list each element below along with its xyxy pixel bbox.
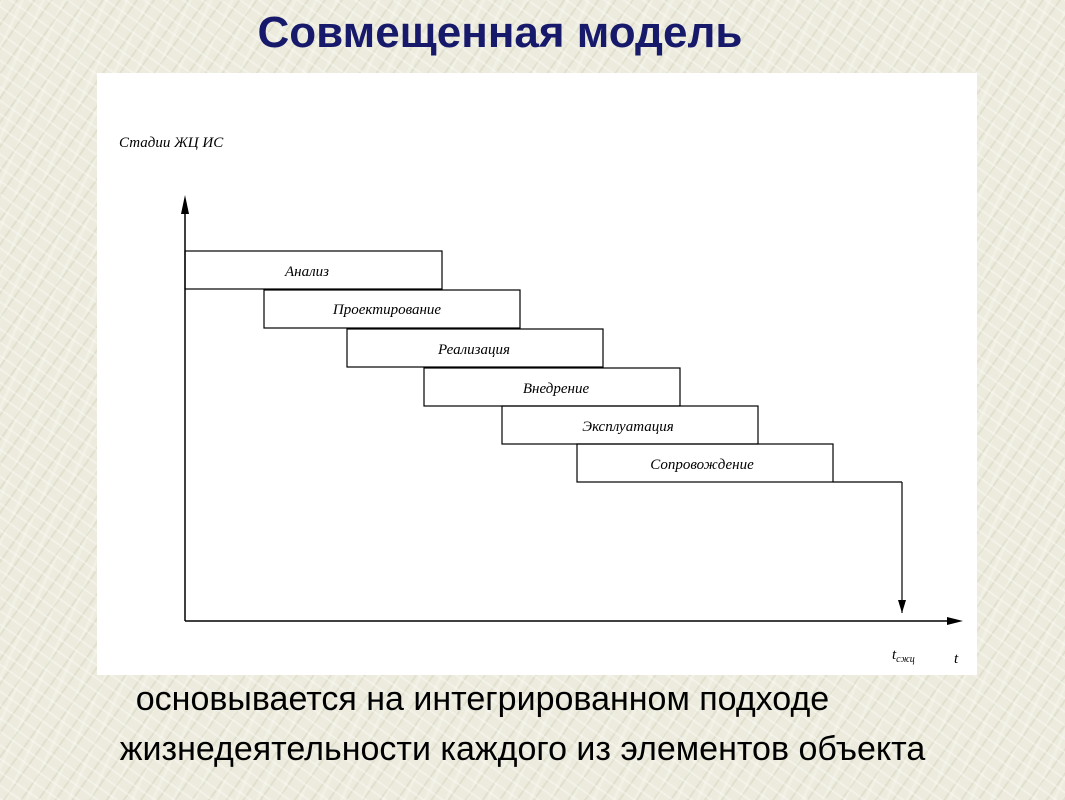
y-axis-label: Стадии ЖЦ ИС — [119, 135, 224, 151]
stage-box-analysis — [184, 250, 443, 290]
stage-label-implementation: Реализация — [437, 342, 510, 358]
end-time-t: t — [892, 647, 897, 663]
end-time-arrow — [898, 600, 906, 613]
stage-label-maintenance: Сопровождение — [650, 457, 754, 473]
x-axis-label: t — [954, 651, 959, 667]
slide-title: Совмещенная модель — [257, 8, 743, 57]
y-axis-arrow — [181, 195, 189, 214]
description-line-2: жизнедеятельности каждого из элементов о… — [119, 730, 926, 768]
end-time-subscript: сжц — [896, 654, 915, 665]
end-time-label: tсжц — [892, 647, 915, 665]
stage-box-design — [263, 289, 521, 329]
x-axis-arrow — [947, 617, 963, 625]
diagram-canvas: Стадии ЖЦ ИС t tсжц Анализ Проектировани… — [119, 135, 963, 667]
stage-label-design: Проектирование — [332, 302, 441, 318]
stage-label-deployment: Внедрение — [523, 381, 590, 397]
description-line-1: основывается на интегрированном подходе — [135, 680, 830, 718]
stage-label-analysis: Анализ — [284, 264, 329, 280]
stage-label-operation: Эксплуатация — [582, 419, 673, 435]
stage-box-maintenance — [576, 443, 834, 483]
stage-box-implementation — [346, 328, 604, 368]
lifecycle-diagram: Стадии ЖЦ ИС t tсжц Анализ Проектировани… — [97, 73, 977, 675]
